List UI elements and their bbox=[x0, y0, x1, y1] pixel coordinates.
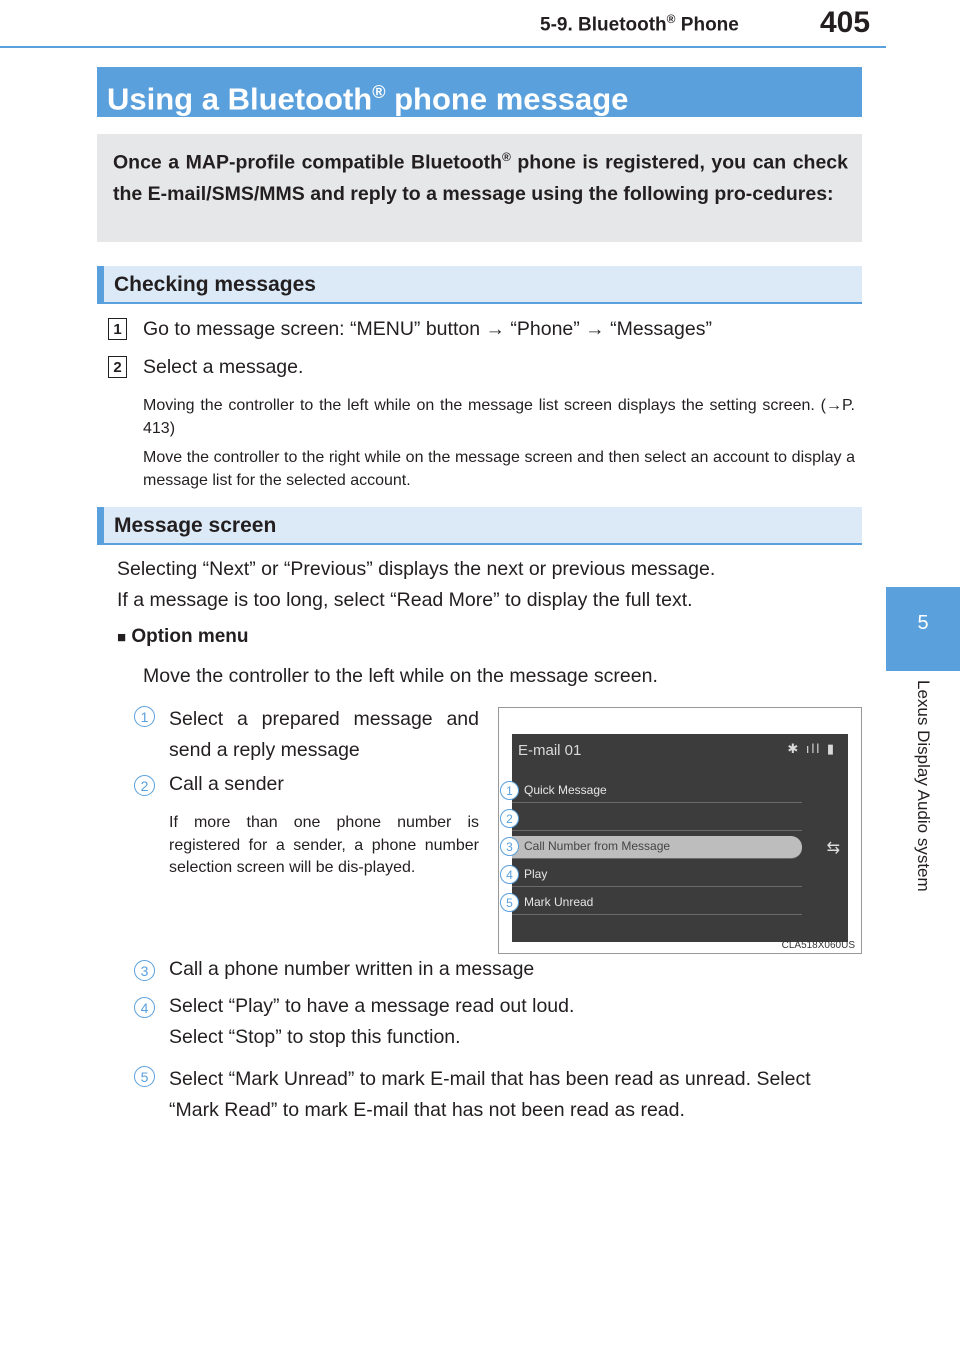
menu-item-number: 4 bbox=[500, 865, 519, 884]
menu-item-label: Mark Unread bbox=[524, 895, 594, 909]
running-header: 5-9. Bluetooth® Phone bbox=[540, 12, 739, 36]
header-section-tail: Phone bbox=[675, 14, 739, 36]
item-number: 2 bbox=[134, 775, 155, 796]
body-line: If a message is too long, select “Read M… bbox=[117, 589, 693, 611]
step-number: 1 bbox=[108, 318, 127, 340]
message-screen-heading: Message screen bbox=[97, 507, 862, 545]
option-menu-desc: Move the controller to the left while on… bbox=[143, 665, 658, 687]
menu-item-number: 2 bbox=[500, 809, 519, 828]
item-text: Select “Mark Unread” to mark E-mail that… bbox=[169, 1068, 811, 1121]
checking-messages-heading: Checking messages bbox=[97, 266, 862, 304]
step-number: 2 bbox=[108, 356, 127, 378]
menu-item-number: 1 bbox=[500, 781, 519, 800]
menu-item-label: Call Number from Message bbox=[524, 839, 671, 853]
menu-item-label: Quick Message bbox=[524, 783, 607, 797]
menu-item-number: 5 bbox=[500, 893, 519, 912]
checking-note: Moving the controller to the left while … bbox=[143, 397, 855, 437]
menu-item-label: Play bbox=[524, 867, 548, 881]
checking-note: Move the controller to the right while o… bbox=[143, 449, 855, 489]
back-arrows-icon[interactable]: ⇆ bbox=[826, 840, 840, 857]
menu-item-number: 3 bbox=[500, 837, 519, 856]
step-text: Select a message. bbox=[143, 356, 304, 378]
header-reg-mark: ® bbox=[666, 12, 676, 26]
page-number: 405 bbox=[820, 6, 871, 39]
chapter-title: Lexus Display Audio system bbox=[914, 680, 933, 892]
image-code: CLA518X060US bbox=[781, 940, 855, 951]
title-suffix: phone message bbox=[385, 81, 629, 117]
item-text: Call a phone number written in a message bbox=[169, 958, 535, 980]
chapter-tab: 5 bbox=[886, 587, 960, 671]
menu-item-quick-message[interactable]: 1 Quick Message bbox=[500, 780, 802, 803]
item-number: 1 bbox=[134, 706, 155, 727]
item-text: Select a prepared message and send a rep… bbox=[169, 708, 479, 761]
item-text-2: Select “Stop” to stop this function. bbox=[169, 1026, 461, 1048]
intro-reg-mark: ® bbox=[502, 150, 511, 164]
item-number: 4 bbox=[134, 997, 155, 1018]
menu-item-call-number[interactable]: 3 Call Number from Message bbox=[500, 836, 802, 859]
title-reg-mark: ® bbox=[372, 82, 386, 102]
chapter-title-vertical: Lexus Display Audio system bbox=[886, 680, 960, 940]
intro-part2: phone is registered, you can check the E… bbox=[113, 151, 848, 205]
body-line: Selecting “Next” or “Previous” displays … bbox=[117, 558, 716, 580]
menu-item-mark-unread[interactable]: 5 Mark Unread bbox=[500, 892, 802, 915]
step-text: Go to message screen: “MENU” button → “P… bbox=[143, 318, 712, 340]
header-rule bbox=[0, 46, 886, 48]
item-text: Select “Play” to have a message read out… bbox=[169, 995, 575, 1017]
item-note: If more than one phone number is registe… bbox=[169, 814, 479, 876]
header-section: 5-9. Bluetooth bbox=[540, 14, 667, 36]
status-icons: ✱ ıll ▮ bbox=[787, 741, 836, 756]
square-bullet-icon: ■ bbox=[117, 629, 127, 646]
menu-item-call-sender[interactable]: 2 bbox=[500, 808, 802, 831]
title-prefix: Using a Bluetooth bbox=[107, 81, 373, 117]
display-screenshot: E-mail 01 ✱ ıll ▮ 1 Quick Message 2 3 Ca… bbox=[498, 707, 862, 954]
item-number: 3 bbox=[134, 960, 155, 981]
intro-part1: Once a MAP-profile compatible Bluetooth bbox=[113, 151, 503, 174]
section-title: Using a Bluetooth® phone message bbox=[97, 67, 862, 117]
item-number: 5 bbox=[134, 1066, 155, 1087]
display-screen: E-mail 01 ✱ ıll ▮ 1 Quick Message 2 3 Ca… bbox=[500, 734, 848, 942]
screen-title: E-mail 01 bbox=[518, 742, 582, 759]
option-menu-label: Option menu bbox=[131, 626, 249, 647]
option-menu-heading: ■ Option menu bbox=[117, 626, 249, 648]
intro-box: Once a MAP-profile compatible Bluetooth®… bbox=[97, 134, 862, 242]
menu-item-play[interactable]: 4 Play bbox=[500, 864, 802, 887]
item-text: Call a sender bbox=[169, 773, 284, 795]
